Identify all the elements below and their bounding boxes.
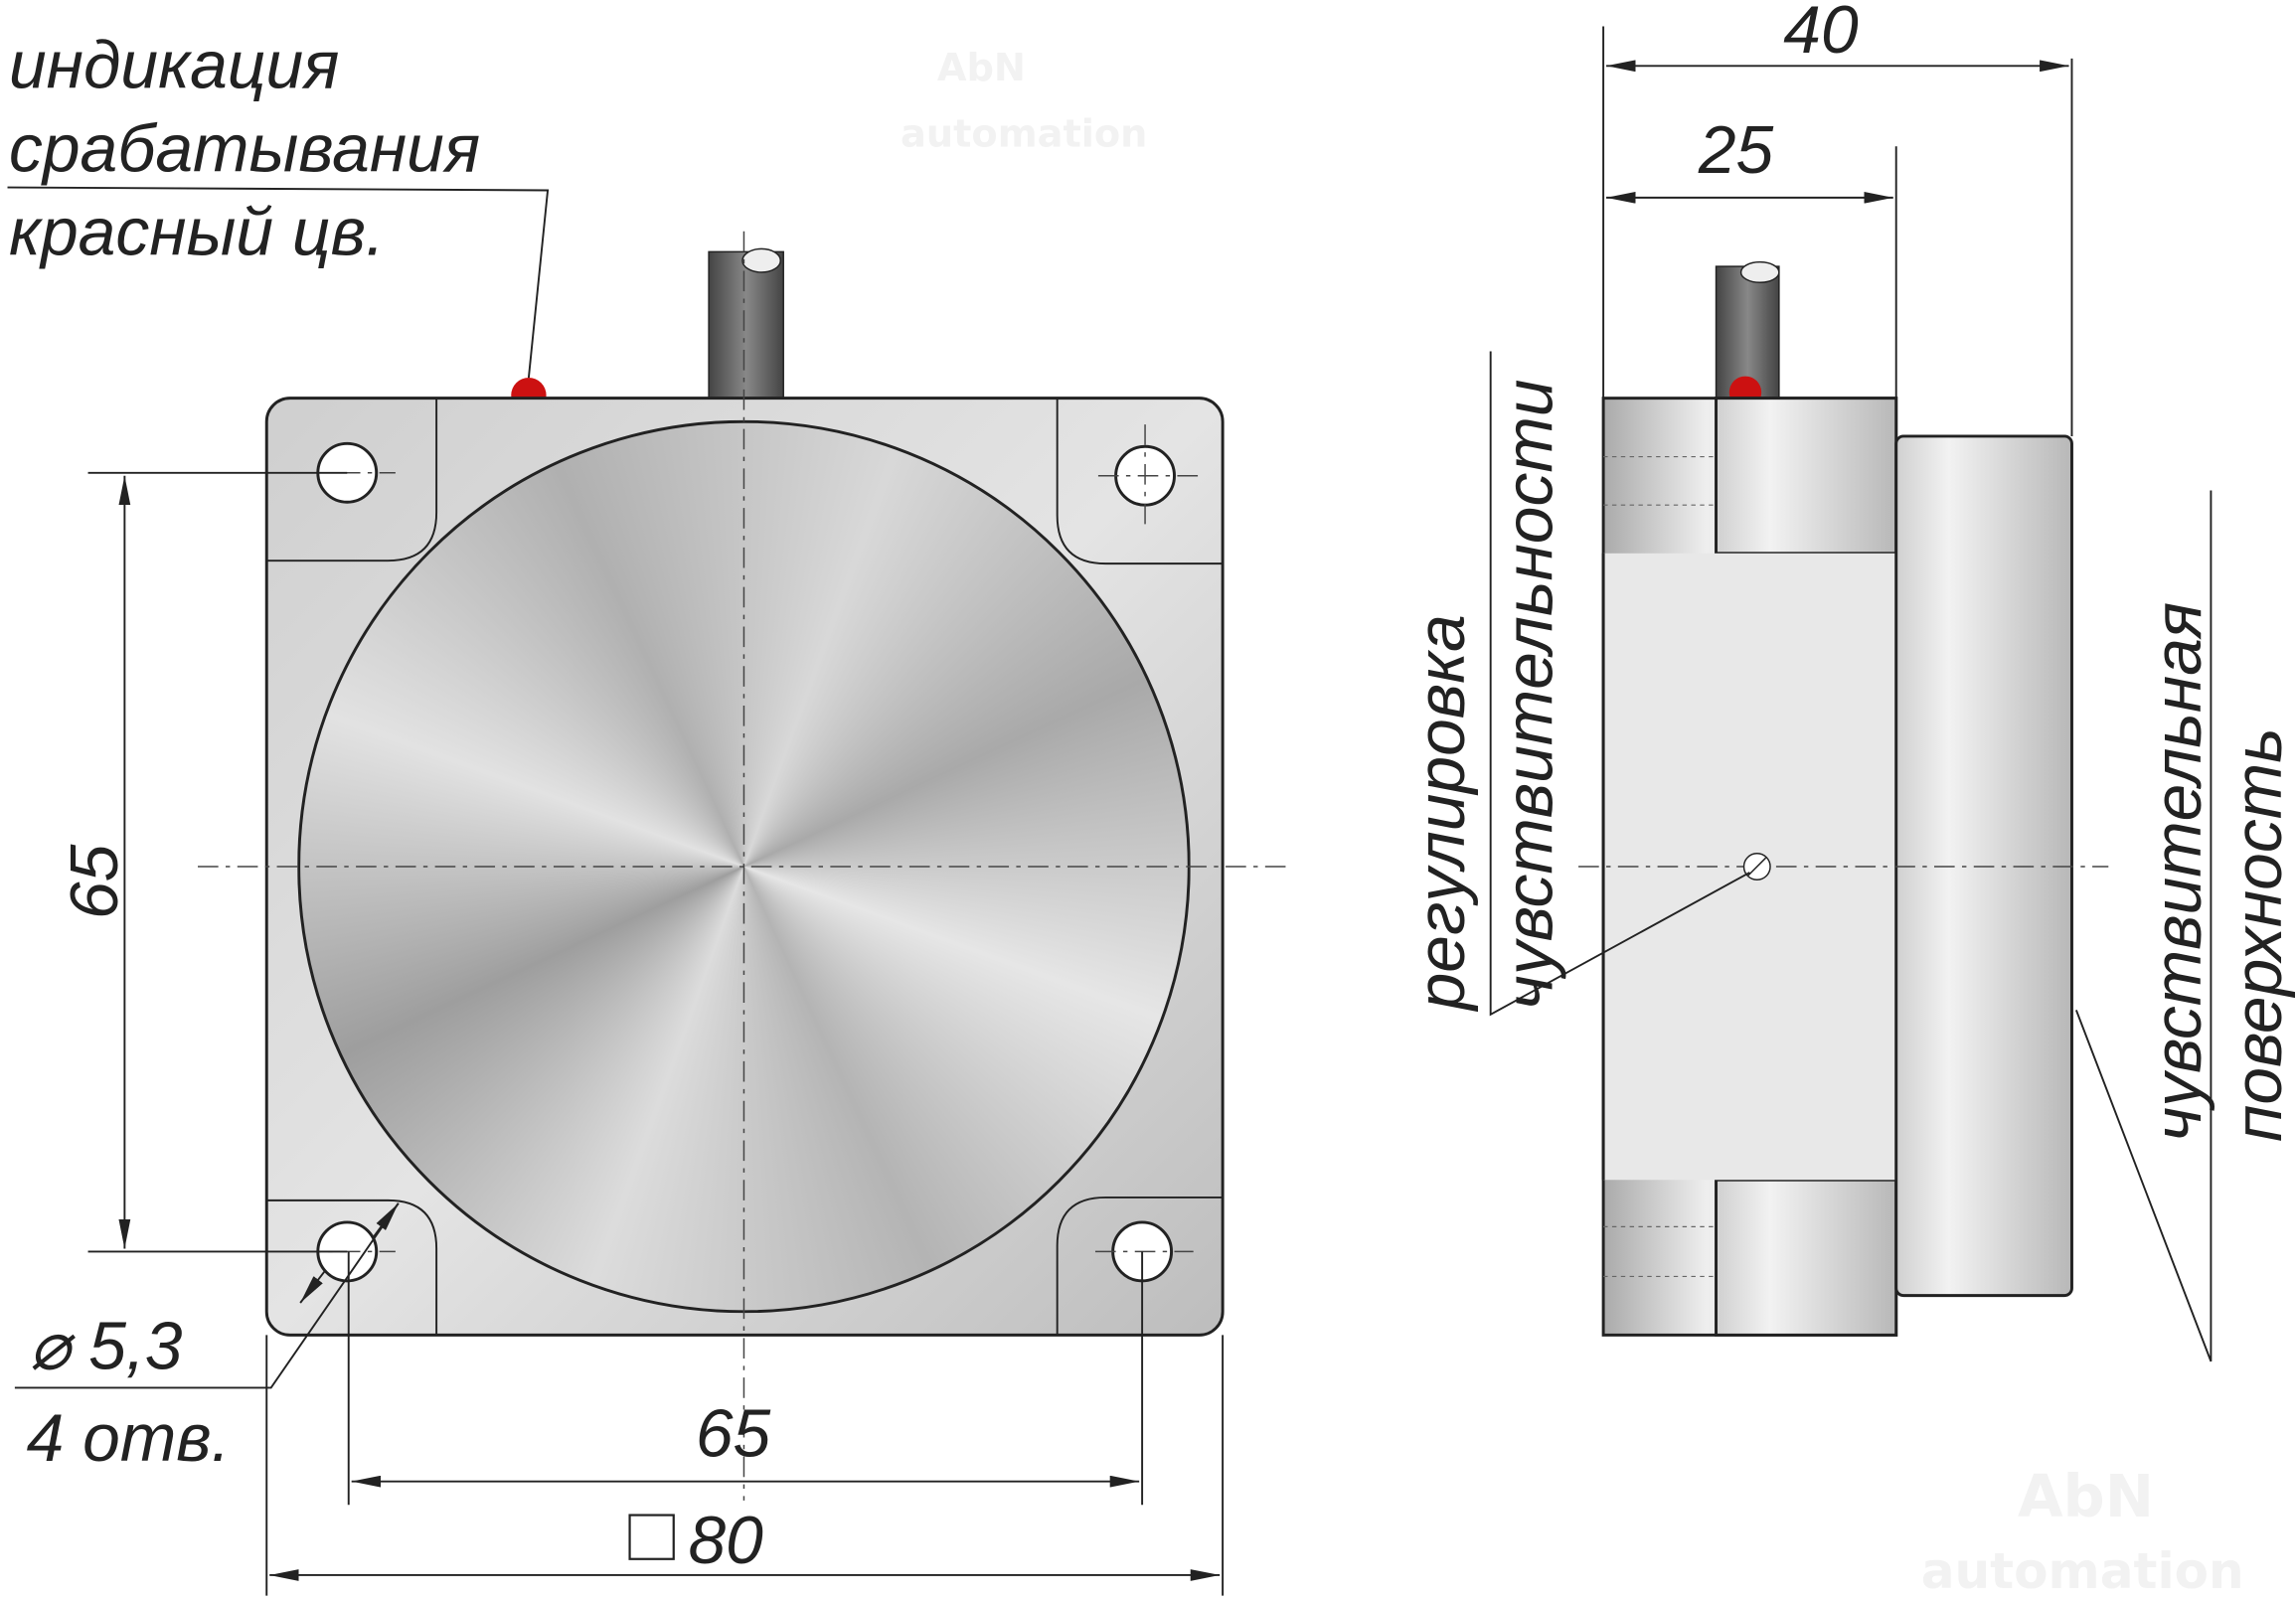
svg-text:AbN: AbN <box>2018 1462 2154 1530</box>
cable-core <box>741 247 782 273</box>
front-view: индикация срабатывания красный цв. 65 65… <box>7 28 1289 1596</box>
adjust-label-line1: регулировка <box>1404 614 1479 1012</box>
adjust-label-line2: чувствительности <box>1493 380 1567 1011</box>
sensing-face <box>1894 434 2073 1298</box>
led-leader <box>7 186 550 379</box>
surface-label-line1: чувствительная <box>2141 602 2215 1142</box>
watermark-bottom: AbN automation <box>1921 1462 2244 1600</box>
cable <box>708 250 784 402</box>
svg-text:automation: automation <box>901 111 1147 156</box>
led-label: индикация срабатывания красный цв. <box>9 28 480 269</box>
svg-text:красный цв.: красный цв. <box>9 195 385 269</box>
dim-horizontal-65: 65 <box>696 1397 771 1472</box>
surface-leader <box>2074 490 2213 1362</box>
surface-label-line2: поверхность <box>2221 727 2296 1142</box>
side-view: 40 25 регулировка чувствительности чувст… <box>1404 0 2296 1362</box>
dim-body-25: 25 <box>1698 113 1774 188</box>
svg-text:automation: automation <box>1921 1542 2244 1600</box>
watermark-top: AbN automation <box>901 46 1147 156</box>
svg-text:AbN: AbN <box>937 46 1026 90</box>
dim-square-80: 80 <box>688 1504 763 1578</box>
hole-count: 4 отв. <box>27 1401 231 1476</box>
square-symbol <box>628 1514 675 1560</box>
adjust-leader <box>1489 351 1750 1017</box>
svg-text:индикация: индикация <box>9 28 339 102</box>
hole-leader <box>14 1202 400 1389</box>
dim-vertical-65: 65 <box>58 844 132 919</box>
dim-total-40: 40 <box>1783 0 1859 68</box>
center-lines <box>198 231 1289 1501</box>
hole-diameter: ⌀ 5,3 <box>30 1309 183 1383</box>
svg-text:срабатывания: срабатывания <box>9 111 480 186</box>
